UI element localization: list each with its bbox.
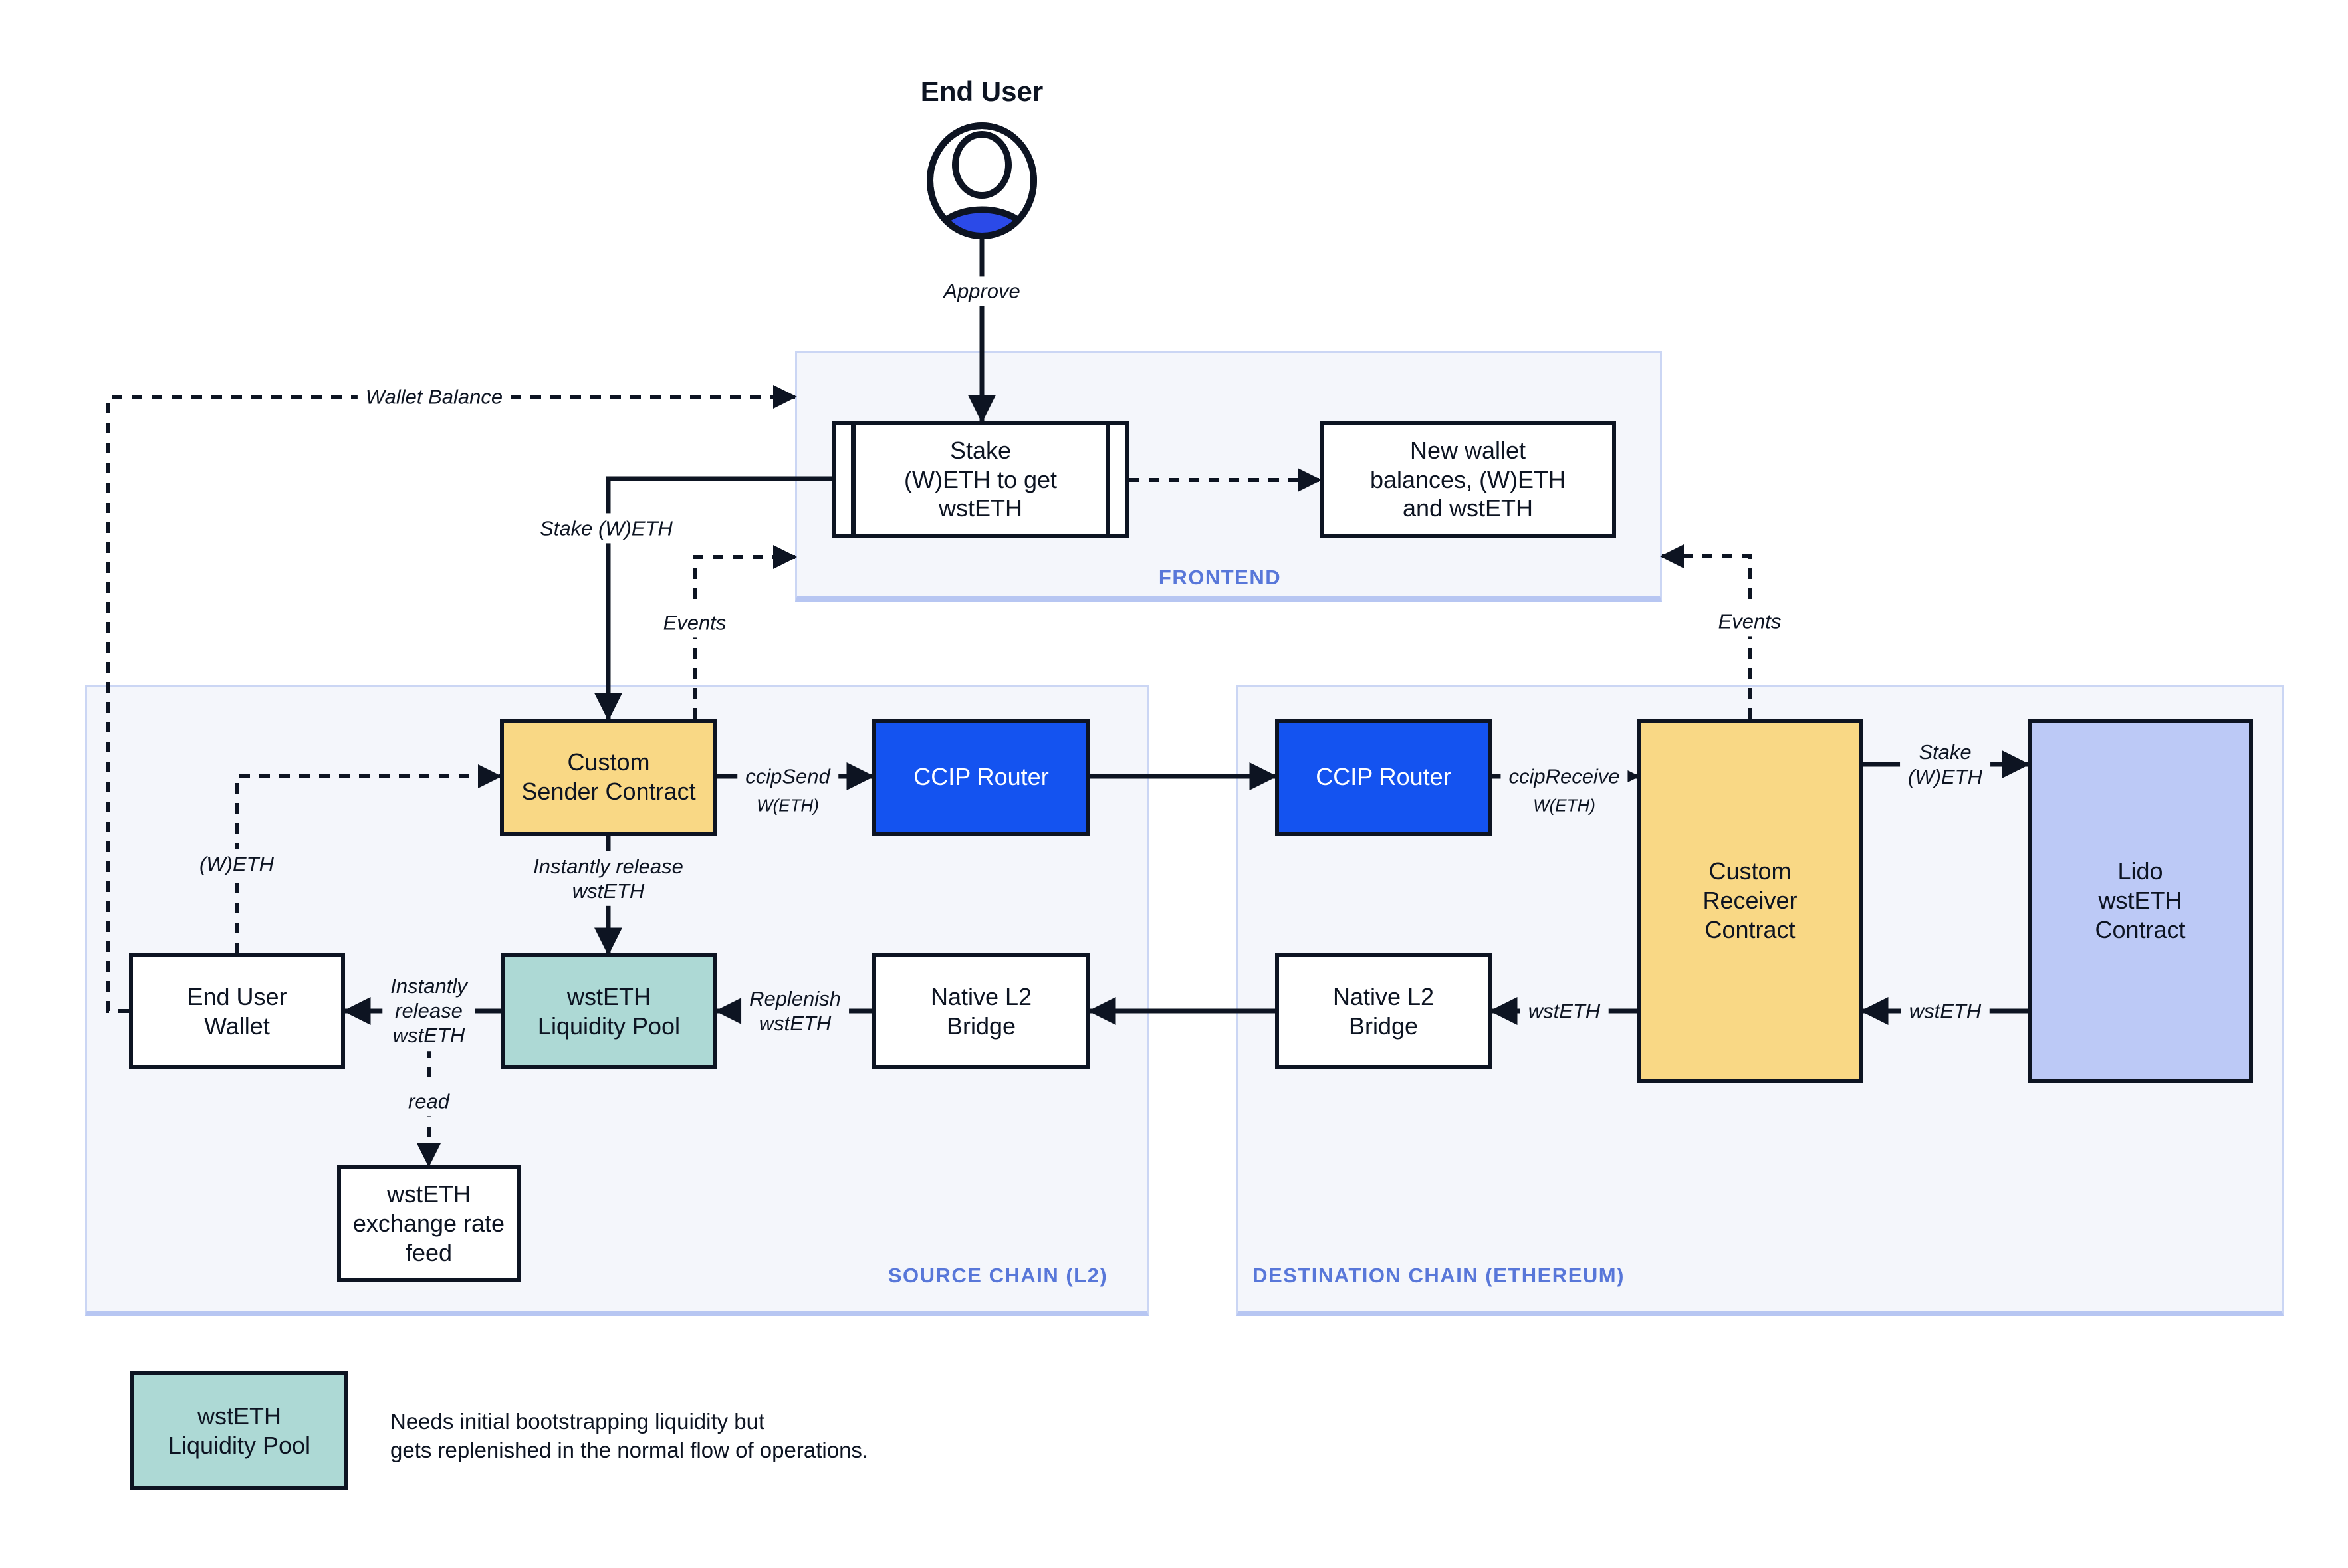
legend-description: Needs initial bootstrapping liquidity bu… [390, 1409, 869, 1462]
ccip-router-source-node: CCIP Router [872, 719, 1090, 836]
new-wallet-balances-label: New wallet balances, (W)ETH and wstETH [1369, 436, 1566, 522]
edge-wallet-balance [106, 385, 797, 1013]
stake-to-get-wsteth-label: Stake (W)ETH to get wstETH [903, 436, 1058, 522]
new-wallet-balances-node: New wallet balances, (W)ETH and wstETH [1320, 421, 1616, 538]
edge-label-wallet-balance: Wallet Balance [357, 382, 511, 412]
edge-label-instantly-release-vertical: Instantly release wstETH [525, 851, 691, 907]
edge-label-stake-weth-lido: Stake (W)ETH [1900, 736, 1990, 792]
end-user-wallet-node: End User Wallet [129, 953, 345, 1069]
edge-events-left [693, 545, 797, 719]
ccip-router-destination-label: CCIP Router [1316, 763, 1451, 791]
legend-liquidity-pool-label: wstETH Liquidity Pool [168, 1402, 311, 1459]
ccip-router-destination-node: CCIP Router [1275, 719, 1492, 836]
edge-label-wsteth-from-lido: wstETH [1901, 996, 1990, 1026]
edge-label-ccip-receive: ccipReceive [1500, 761, 1628, 792]
native-l2-bridge-source-label: Native L2 Bridge [930, 982, 1032, 1040]
source-chain-section-label: SOURCE CHAIN (L2) [887, 1264, 1108, 1287]
edge-label-ccip-receive-weth: W(ETH) [1528, 794, 1601, 818]
wsteth-exchange-rate-feed-label: wstETH exchange rate feed [352, 1180, 505, 1266]
wsteth-liquidity-pool-node: wstETH Liquidity Pool [501, 953, 717, 1069]
edge-label-instantly-release-horizontal: Instantly release wstETH [382, 971, 475, 1051]
custom-receiver-contract-node: Custom Receiver Contract [1637, 719, 1863, 1083]
frontend-section-label: FRONTEND [1158, 566, 1282, 589]
destination-chain-section-label: DESTINATION CHAIN (ETHEREUM) [1252, 1264, 1625, 1287]
edge-stake-weth [594, 476, 832, 721]
native-l2-bridge-destination-label: Native L2 Bridge [1332, 982, 1435, 1040]
lido-wsteth-contract-label: Lido wstETH Contract [2095, 857, 2186, 943]
custom-receiver-contract-label: Custom Receiver Contract [1702, 857, 1798, 943]
wsteth-liquidity-pool-label: wstETH Liquidity Pool [537, 982, 681, 1040]
custom-sender-contract-node: Custom Sender Contract [500, 719, 717, 836]
native-l2-bridge-destination-node: Native L2 Bridge [1275, 953, 1492, 1069]
edge-label-approve: Approve [935, 276, 1028, 306]
edge-label-replenish: Replenish wstETH [741, 983, 849, 1039]
edge-label-read: read [400, 1086, 458, 1117]
lido-wsteth-contract-node: Lido wstETH Contract [2028, 719, 2253, 1083]
ccip-router-source-label: CCIP Router [913, 763, 1049, 791]
native-l2-bridge-source-node: Native L2 Bridge [872, 953, 1090, 1069]
edge-label-stake-weth: Stake (W)ETH [532, 513, 681, 544]
subroutine-bar-left [851, 425, 856, 534]
edge-label-wsteth-to-bridge: wstETH [1520, 996, 1609, 1026]
end-user-title: End User [920, 76, 1044, 107]
edge-label-events-left: Events [655, 608, 735, 638]
edge-label-ccip-send: ccipSend [737, 761, 838, 792]
subroutine-bar-right [1106, 425, 1110, 534]
edge-label-ccip-send-weth: W(ETH) [751, 794, 824, 818]
edge-events-right [1660, 544, 1752, 719]
wsteth-exchange-rate-feed-node: wstETH exchange rate feed [337, 1165, 521, 1282]
stake-to-get-wsteth-node: Stake (W)ETH to get wstETH [832, 421, 1129, 538]
legend-liquidity-pool-node: wstETH Liquidity Pool [130, 1371, 348, 1490]
edge-label-weth-wallet: (W)ETH [191, 849, 282, 879]
end-user-icon [927, 122, 1037, 239]
custom-sender-contract-label: Custom Sender Contract [521, 748, 696, 805]
edge-label-events-right: Events [1710, 606, 1790, 637]
end-user-wallet-label: End User Wallet [187, 982, 287, 1040]
